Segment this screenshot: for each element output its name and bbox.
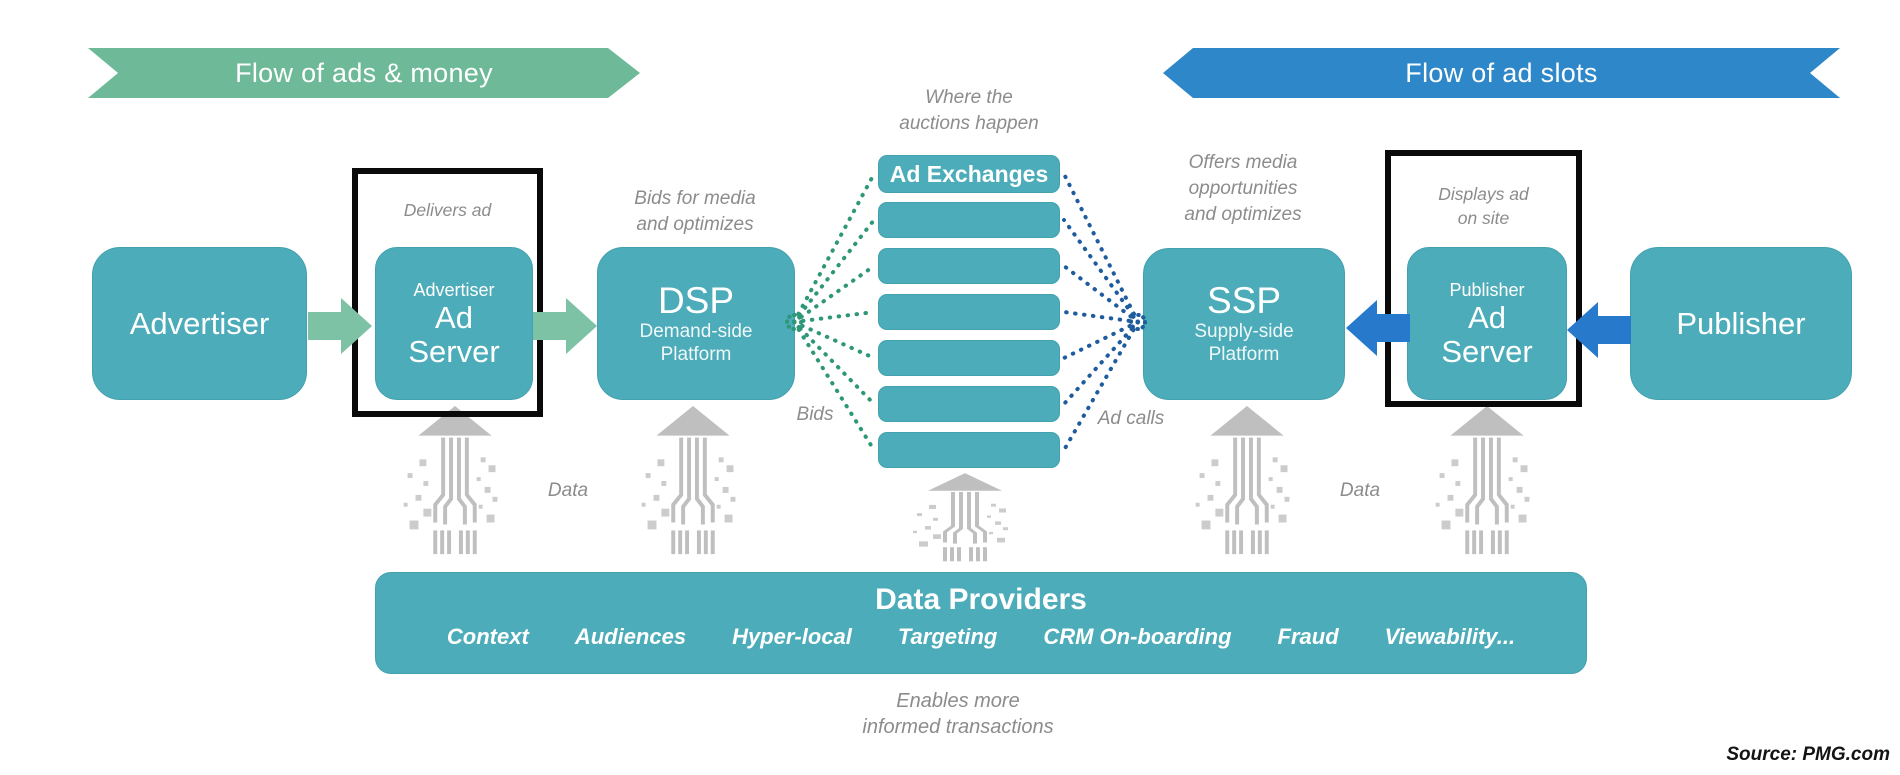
adserver-to-dsp-arrow: [533, 298, 597, 354]
ad-exchange-slot: [878, 294, 1060, 330]
publisher-ad-server-box: Publisher Ad Server: [1407, 247, 1567, 400]
dp-item-fraud: Fraud: [1277, 624, 1339, 649]
data-arrow-ssp: [1193, 404, 1292, 557]
data-arrow-dsp: [639, 404, 738, 557]
advertiser-ad-server-box: Advertiser Ad Server: [375, 247, 533, 400]
dp-item-viewability: Viewability...: [1384, 624, 1516, 649]
data-label-left: Data: [547, 480, 589, 501]
auction-caption: Where the auctions happen: [899, 87, 1039, 134]
dp-item-targeting: Targeting: [897, 624, 998, 649]
bids-label: Bids: [796, 404, 834, 425]
ad-exchange-slot: [878, 386, 1060, 422]
flow-of-ad-slots-label: Flow of ad slots: [1405, 57, 1598, 88]
flow-of-ads-label: Flow of ads & money: [235, 57, 493, 88]
advertiser-to-adserver-arrow: [308, 298, 372, 354]
ad-exchange-slot: [878, 202, 1060, 238]
pubserver-to-ssp-arrow: [1346, 300, 1410, 356]
advertiser-box: Advertiser: [92, 247, 307, 400]
publisher-label: Publisher: [1676, 305, 1806, 341]
publisher-to-pubserver-arrow: [1567, 302, 1631, 358]
data-providers-box: Data Providers Context Audiences Hyper-l…: [375, 572, 1587, 674]
data-label-right: Data: [1339, 480, 1381, 501]
source-credit: Source: PMG.com: [1726, 744, 1890, 765]
dsp-note: Bids for media and optimizes: [634, 188, 756, 235]
publisher-box: Publisher: [1630, 247, 1852, 400]
ad-exchange-slot: [878, 432, 1060, 468]
ssp-note: Offers media opportunities and optimizes: [1184, 152, 1302, 225]
dp-item-audiences: Audiences: [574, 624, 687, 649]
delivers-ad-note: Delivers ad: [403, 200, 492, 220]
ad-calls-label: Ad calls: [1097, 408, 1165, 429]
ad-exchanges-box: Ad Exchanges: [878, 155, 1060, 193]
dp-item-context: Context: [446, 624, 529, 649]
dp-item-crm-onboarding: CRM On-boarding: [1043, 624, 1232, 649]
data-arrow-publisher-ad-server: [1433, 404, 1532, 557]
dsp-box: DSP Demand-side Platform: [597, 247, 795, 400]
data-arrow-advertiser-ad-server: [401, 404, 500, 557]
data-arrow-exchanges: [911, 472, 1010, 564]
displays-ad-note: Displays ad on site: [1438, 184, 1529, 228]
data-providers-title: Data Providers: [875, 583, 1087, 616]
enables-caption: Enables more informed transactions: [862, 690, 1054, 738]
ssp-box: SSP Supply-side Platform: [1143, 248, 1345, 400]
flow-of-ads-banner: Flow of ads & money: [88, 48, 640, 98]
dp-item-hyper-local: Hyper-local: [732, 624, 852, 649]
flow-of-ad-slots-banner: Flow of ad slots: [1163, 48, 1840, 98]
advertiser-label: Advertiser: [129, 305, 270, 341]
ad-exchange-slot: [878, 248, 1060, 284]
data-providers-items: Context Audiences Hyper-local Targeting …: [447, 624, 1515, 650]
ad-exchange-slot: [878, 340, 1060, 376]
